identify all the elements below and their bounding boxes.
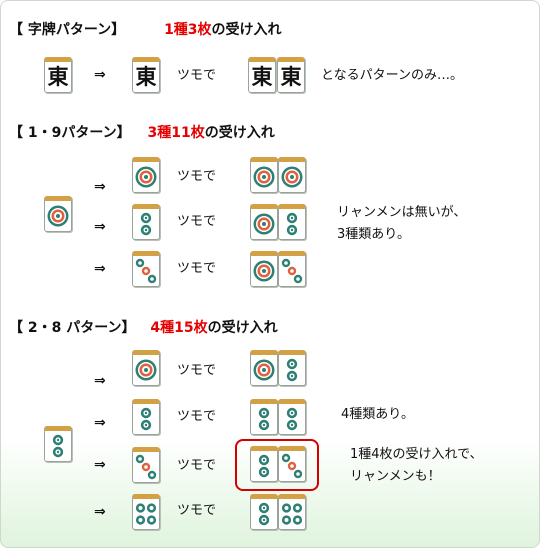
highlight-box: [235, 439, 319, 491]
terminal-note-line2: 3種類あり。: [337, 227, 411, 242]
tsumo-label: ツモで: [177, 503, 217, 518]
arrow: ⇒: [94, 67, 106, 83]
tsumo-label: ツモで: [177, 261, 217, 276]
tile-4-pin: [278, 494, 306, 530]
honor-note: となるパターンのみ…。: [321, 68, 463, 83]
tile-1-pin: [132, 157, 160, 193]
tile-2-pin: [278, 204, 306, 240]
section-title: 【 1・9パターン】: [9, 125, 131, 141]
arrow: ⇒: [94, 504, 106, 520]
wait-suffix: の受け入れ: [204, 125, 275, 141]
tile-2-pin: [278, 350, 306, 386]
tile-2-pin: [44, 426, 72, 462]
wait-suffix: の受け入れ: [207, 320, 278, 336]
wait-suffix: の受け入れ: [211, 22, 282, 38]
tsumo-label: ツモで: [177, 214, 217, 229]
section-header-honor: 【 字牌パターン】 1種3枚の受け入れ: [9, 21, 282, 39]
arrow: ⇒: [94, 373, 106, 389]
tile-3-pin: [132, 447, 160, 483]
tile-1-pin: [250, 251, 278, 287]
tile-east: 東: [277, 57, 305, 93]
tsumo-label: ツモで: [177, 68, 217, 83]
tile-2-pin: [132, 399, 160, 435]
tile-1-pin: [250, 204, 278, 240]
tile-1-pin: [250, 350, 278, 386]
tsumo-label: ツモで: [177, 458, 217, 473]
tsumo-label: ツモで: [177, 169, 217, 184]
tile-east: 東: [132, 57, 160, 93]
wait-count: 4種15枚: [150, 320, 208, 336]
middle-note-2-line1: 1種4枚の受け入れで、: [350, 447, 483, 462]
arrow: ⇒: [94, 415, 106, 431]
tile-1-pin: [250, 157, 278, 193]
section-header-middle: 【 2・8 パターン】 4種15枚の受け入れ: [9, 319, 278, 337]
tile-4-pin: [132, 494, 160, 530]
tile-1-pin: [44, 196, 72, 232]
tile-2-pin: [250, 494, 278, 530]
terminal-note-line1: リャンメンは無いが、: [337, 205, 467, 220]
tsumo-label: ツモで: [177, 409, 217, 424]
tsumo-label: ツモで: [177, 363, 217, 378]
tile-1-pin: [132, 350, 160, 386]
tile-east: 東: [248, 57, 276, 93]
tile-1-pin: [278, 157, 306, 193]
arrow: ⇒: [94, 219, 106, 235]
arrow: ⇒: [94, 261, 106, 277]
tile-3-pin: [278, 251, 306, 287]
wait-count: 3種11枚: [147, 125, 205, 141]
tile-3-pin: [278, 446, 306, 482]
arrow: ⇒: [94, 179, 106, 195]
arrow: ⇒: [94, 457, 106, 473]
section-header-terminal: 【 1・9パターン】 3種11枚の受け入れ: [9, 124, 275, 142]
section-title: 【 字牌パターン】: [9, 22, 126, 38]
tile-2-pin: [132, 204, 160, 240]
wait-count: 1種3枚: [164, 22, 212, 38]
tile-east: 東: [44, 57, 72, 93]
middle-note-2-line2: リャンメンも！: [350, 469, 441, 484]
middle-note-1: 4種類あり。: [341, 407, 415, 422]
tile-3-pin: [132, 251, 160, 287]
tile-2-pin: [250, 446, 278, 482]
tile-2-pin: [278, 399, 306, 435]
tile-2-pin: [250, 399, 278, 435]
section-title: 【 2・8 パターン】: [9, 320, 136, 336]
